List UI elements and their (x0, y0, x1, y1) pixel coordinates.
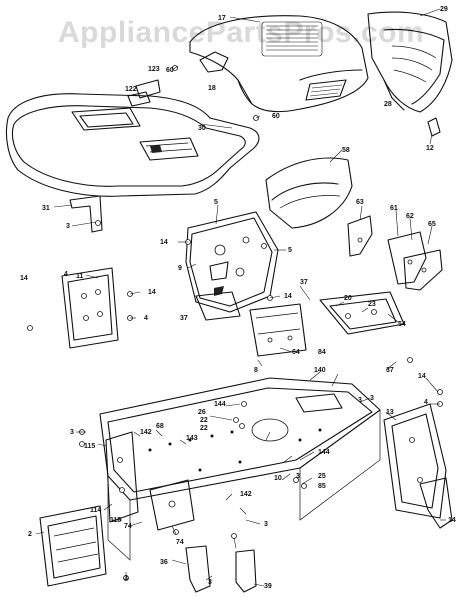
callout-12: 12 (426, 145, 434, 152)
callout-17: 17 (218, 15, 226, 22)
callout-61: 61 (390, 205, 398, 212)
callout-14b: 14 (148, 289, 156, 296)
dash-side-bracket-part (195, 291, 241, 321)
callout-142: 142 (140, 429, 152, 436)
callout-14f: 14 (448, 517, 456, 524)
callout-5: 5 (214, 199, 218, 206)
callout-116: 115 (84, 443, 95, 450)
latch-part (427, 117, 441, 137)
callout-37c: 37 (386, 367, 394, 374)
callout-3g: 3 (124, 575, 128, 582)
callout-74b: 74 (176, 539, 184, 546)
callout-3c: 3 (358, 397, 362, 404)
pedal-plate-part (135, 79, 161, 99)
callout-22: 22 (200, 417, 208, 424)
callout-3f: 3 (264, 521, 268, 528)
callout-9: 9 (178, 265, 182, 272)
callout-3: 3 (66, 223, 70, 230)
callout-115: 115 (110, 517, 121, 524)
left-side-panel-part (61, 267, 119, 349)
plate-part (249, 303, 307, 357)
callout-62: 62 (406, 213, 414, 220)
heat-shield-part (265, 157, 353, 229)
callout-26: 26 (198, 409, 206, 416)
callout-5b: 5 (288, 247, 292, 254)
callout-25: 25 (318, 473, 326, 480)
callout-36: 36 (160, 559, 168, 566)
callout-3d: 3 (70, 429, 74, 436)
callout-64: 64 (292, 349, 300, 356)
callout-3h: 3 (208, 579, 212, 586)
mount-bracket-part (69, 195, 103, 233)
callout-3e: 3 (296, 473, 300, 480)
callout-14e: 14 (418, 373, 426, 380)
callout-123: 123 (148, 66, 160, 73)
callout-4b: 4 (144, 315, 148, 322)
seat-support-part (319, 291, 405, 335)
hood-bracket-part (199, 51, 229, 73)
callout-13: 13 (386, 409, 394, 416)
callout-68: 68 (156, 423, 164, 430)
fender-part (5, 93, 260, 197)
callout-8: 8 (254, 367, 258, 374)
callout-60b: 60 (272, 113, 280, 120)
callout-144: 144 (214, 401, 226, 408)
callout-30: 30 (198, 125, 206, 132)
callout-114: 114 (90, 507, 101, 514)
callout-39: 39 (264, 583, 272, 590)
pedal-part (235, 549, 257, 593)
pedal-part (185, 545, 211, 593)
callout-4c: 4 (424, 399, 428, 406)
callout-14c: 14 (20, 275, 28, 282)
callout-29: 29 (440, 6, 448, 13)
callout-84: 84 (318, 349, 326, 356)
callout-140: 140 (314, 367, 326, 374)
callout-14d: 14 (284, 293, 292, 300)
callout-122: 122 (125, 86, 137, 93)
linkage-bracket-part (347, 215, 443, 291)
dash-panel-part (185, 211, 279, 313)
callout-54: 54 (398, 321, 406, 328)
callout-22b: 22 (200, 425, 208, 432)
callout-labels: 17 29 123 122 60 18 28 30 60 12 58 31 3 … (20, 6, 456, 590)
grille-part (367, 11, 453, 113)
callout-4: 4 (64, 271, 68, 278)
callout-2: 2 (28, 531, 32, 538)
hood-part (189, 15, 369, 113)
callout-10: 10 (274, 475, 282, 482)
rail-plate-part (105, 431, 195, 531)
callout-18: 18 (208, 85, 216, 92)
callout-142b: 142 (240, 491, 252, 498)
callout-74: 74 (124, 523, 132, 530)
callout-11: 11 (76, 273, 84, 280)
main-frame-part (99, 377, 381, 561)
watermark-text: AppliancePartsPros.com (58, 16, 424, 49)
callout-37b: 37 (180, 315, 188, 322)
right-side-panel-part (383, 403, 453, 529)
callout-143: 143 (186, 435, 198, 442)
callout-85: 85 (318, 483, 326, 490)
callout-60: 60 (166, 67, 174, 74)
callout-58: 58 (342, 147, 350, 154)
callout-28: 28 (384, 101, 392, 108)
callout-144b: 144 (318, 449, 330, 456)
callout-63: 63 (356, 199, 364, 206)
callout-65: 65 (428, 221, 436, 228)
front-plate-part (39, 505, 107, 587)
callout-3b: 3 (370, 395, 374, 402)
callout-37: 37 (300, 279, 308, 286)
callout-20: 20 (344, 295, 352, 302)
callout-23: 23 (368, 301, 376, 308)
callout-31: 31 (42, 205, 50, 212)
callout-14: 14 (160, 239, 168, 246)
